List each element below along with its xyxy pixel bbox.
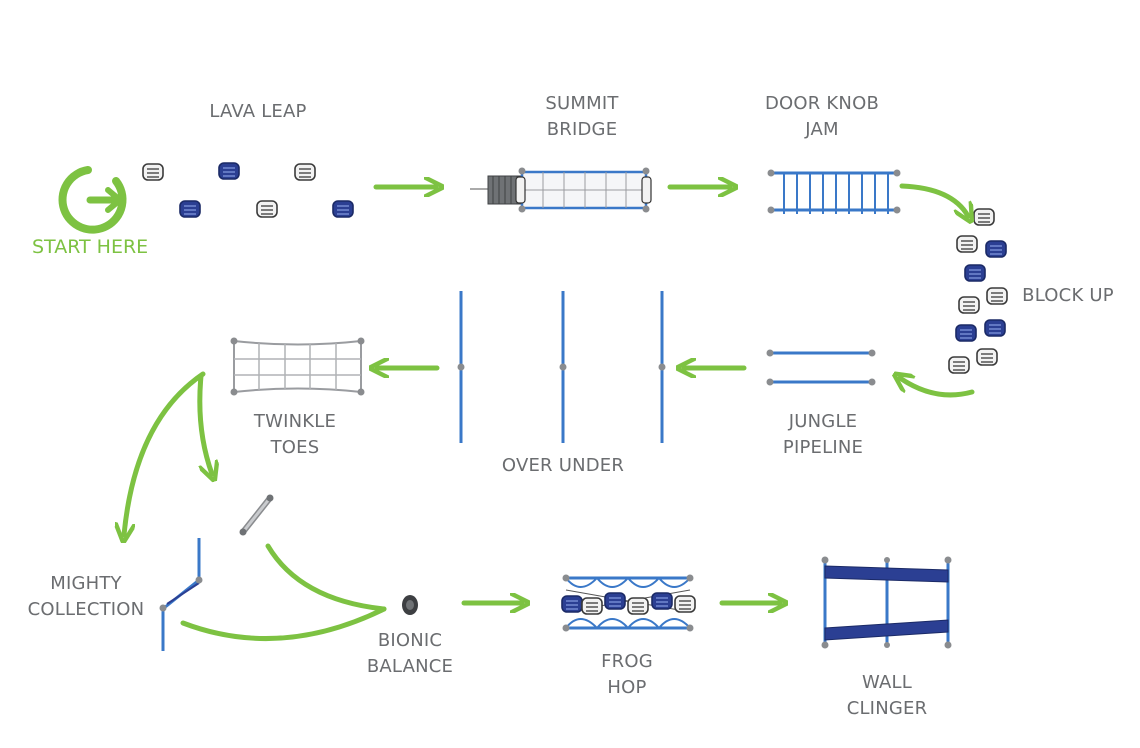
arrow-blockup-to-pipeline <box>900 378 975 398</box>
twinkle-toes-equipment <box>230 337 365 396</box>
start-here-label: START HERE <box>32 236 149 258</box>
start-power-icon <box>58 166 127 234</box>
mighty-collection-equipment <box>159 538 203 651</box>
frog-hop-equipment <box>561 574 696 632</box>
label-line: JAM <box>805 119 839 140</box>
label-line: BIONIC <box>377 630 443 651</box>
label-twinkle-toes: TWINKLE TOES <box>233 409 357 461</box>
flow-arrows <box>124 183 975 642</box>
label-line: WALL <box>862 672 912 693</box>
door-knob-jam-equipment <box>767 169 901 214</box>
lava-leap-stones <box>142 162 354 218</box>
block-up-stones <box>948 208 1008 374</box>
bionic-balance-equipment <box>402 595 418 615</box>
wall-clinger-equipment <box>821 556 952 649</box>
summit-bridge-equipment <box>470 167 652 213</box>
label-line: MIGHTY <box>50 573 122 594</box>
label-wall-clinger: WALL CLINGER <box>830 670 944 722</box>
label-mighty-collection: MIGHTY COLLECTION <box>20 571 152 623</box>
arrow-mighty-to-bionic <box>180 606 387 642</box>
jungle-pipeline-equipment <box>766 349 876 386</box>
label-frog-hop: FROG HOP <box>582 649 672 701</box>
label-line: BLOCK UP <box>1022 285 1114 306</box>
label-line: TOES <box>270 437 320 458</box>
label-bionic-balance: BIONIC BALANCE <box>358 628 462 680</box>
label-lava-leap: LAVA LEAP <box>198 99 318 125</box>
label-line: DOOR KNOB <box>764 93 879 114</box>
label-line: PIPELINE <box>782 437 864 458</box>
label-block-up: BLOCK UP <box>1016 283 1120 309</box>
label-line: BALANCE <box>366 656 454 677</box>
label-line: HOP <box>607 677 647 698</box>
label-line: OVER UNDER <box>501 455 625 476</box>
label-line: FROG <box>601 651 653 672</box>
arrow-beam-to-bionic <box>265 543 387 612</box>
balance-beam-equipment <box>239 494 274 536</box>
arrow-twinkle-to-mighty <box>124 371 206 535</box>
label-door-knob-jam: DOOR KNOB JAM <box>752 91 892 143</box>
label-line: SUMMIT <box>545 93 619 114</box>
label-over-under: OVER UNDER <box>488 453 638 479</box>
label-jungle-pipeline: JUNGLE PIPELINE <box>758 409 888 461</box>
label-line: JUNGLE <box>788 411 858 432</box>
label-line: CLINGER <box>846 698 928 719</box>
label-line: LAVA LEAP <box>209 101 307 122</box>
arrow-doorknob-to-blockup <box>899 183 968 216</box>
arrow-twinkle-to-beam <box>197 373 212 474</box>
label-line: BRIDGE <box>546 119 618 140</box>
over-under-equipment <box>457 291 666 443</box>
label-line: COLLECTION <box>27 599 145 620</box>
label-line: TWINKLE <box>253 411 337 432</box>
label-summit-bridge: SUMMIT BRIDGE <box>522 91 642 143</box>
